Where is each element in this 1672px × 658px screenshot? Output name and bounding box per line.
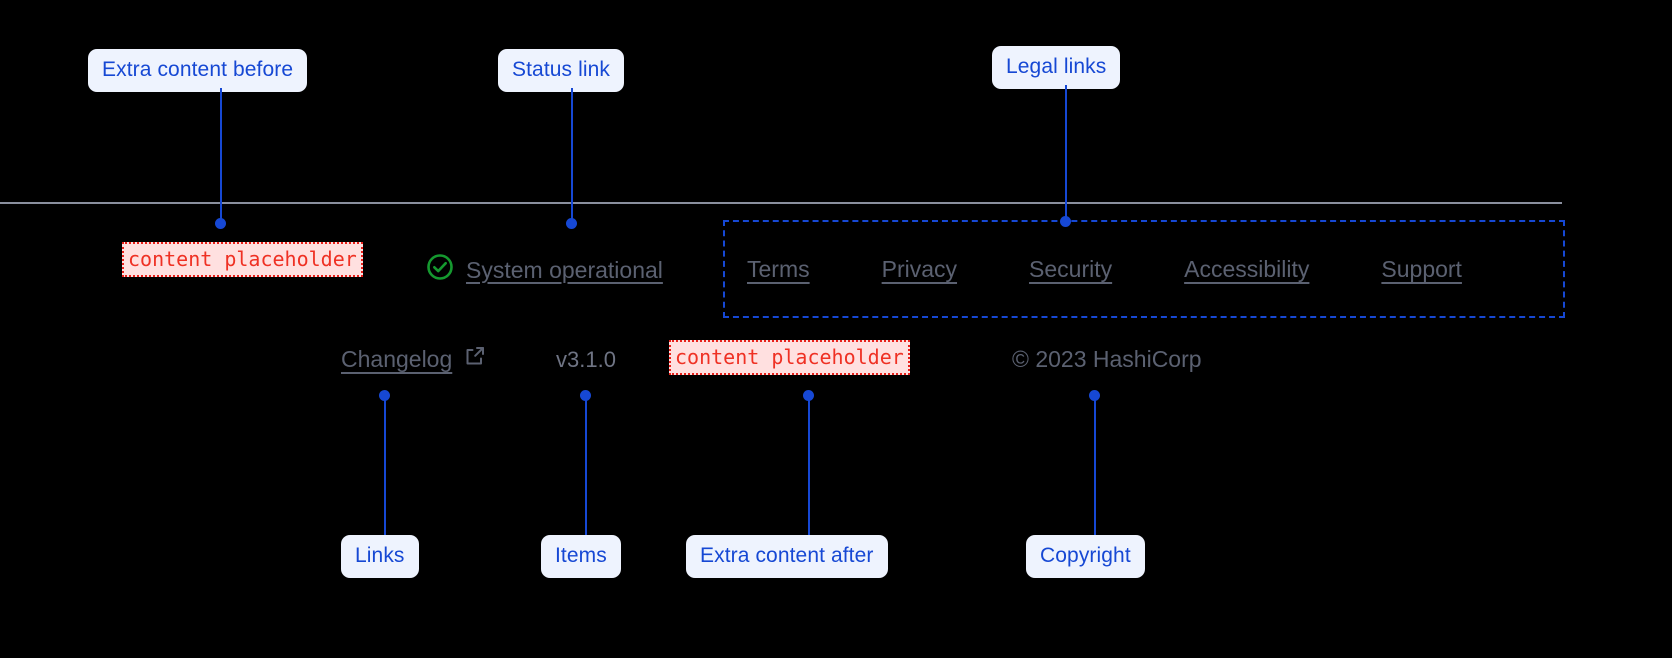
legal-link-privacy[interactable]: Privacy [881,255,958,282]
connector-dot-status-link [566,218,577,229]
legal-links-group: Terms Privacy Security Accessibility Sup… [723,220,1565,318]
callout-copyright: Copyright [1026,535,1145,578]
legal-links-nav: Terms Privacy Security Accessibility Sup… [725,256,1462,283]
connector-dot-items [580,390,591,401]
check-circle-icon [426,253,454,287]
connector-extra-content-after [808,396,810,536]
connector-legal-links [1065,85,1067,222]
legal-link-terms[interactable]: Terms [747,255,810,282]
connector-items [585,396,587,536]
status-link[interactable]: System operational [426,253,663,287]
connector-dot-links [379,390,390,401]
footer-copyright-slot: © 2023 HashiCorp [1012,346,1202,373]
changelog-link-label: Changelog [341,345,453,372]
connector-extra-content-before [220,88,222,224]
connector-links [384,396,386,536]
callout-extra-content-before: Extra content before [88,49,308,92]
connector-copyright [1094,396,1096,536]
legal-link-accessibility[interactable]: Accessibility [1184,255,1310,282]
footer-status-slot: System operational [426,253,663,287]
footer-version-slot: v3.1.0 [556,347,616,373]
changelog-link[interactable]: Changelog [341,344,487,374]
content-placeholder-after: content placeholder [669,340,910,375]
content-placeholder-before: content placeholder [122,242,363,277]
copyright-label: © 2023 HashiCorp [1012,346,1202,372]
legal-link-security[interactable]: Security [1029,255,1113,282]
footer-extra-content-before-slot: content placeholder [122,242,363,277]
version-label: v3.1.0 [556,347,616,372]
footer-top-divider [0,202,1562,204]
callout-links: Links [341,535,419,578]
callout-extra-content-after: Extra content after [686,535,888,578]
footer-extra-content-after-slot: content placeholder [669,340,910,375]
connector-dot-extra-content-after [803,390,814,401]
status-link-label: System operational [466,256,663,283]
connector-status-link [571,88,573,224]
footer-changelog-slot: Changelog [341,344,487,374]
callout-items: Items [541,535,621,578]
connector-dot-extra-content-before [215,218,226,229]
callout-legal-links: Legal links [992,46,1121,89]
external-link-icon [463,344,487,374]
legal-link-support[interactable]: Support [1381,255,1462,282]
callout-status-link: Status link [498,49,624,92]
connector-dot-copyright [1089,390,1100,401]
